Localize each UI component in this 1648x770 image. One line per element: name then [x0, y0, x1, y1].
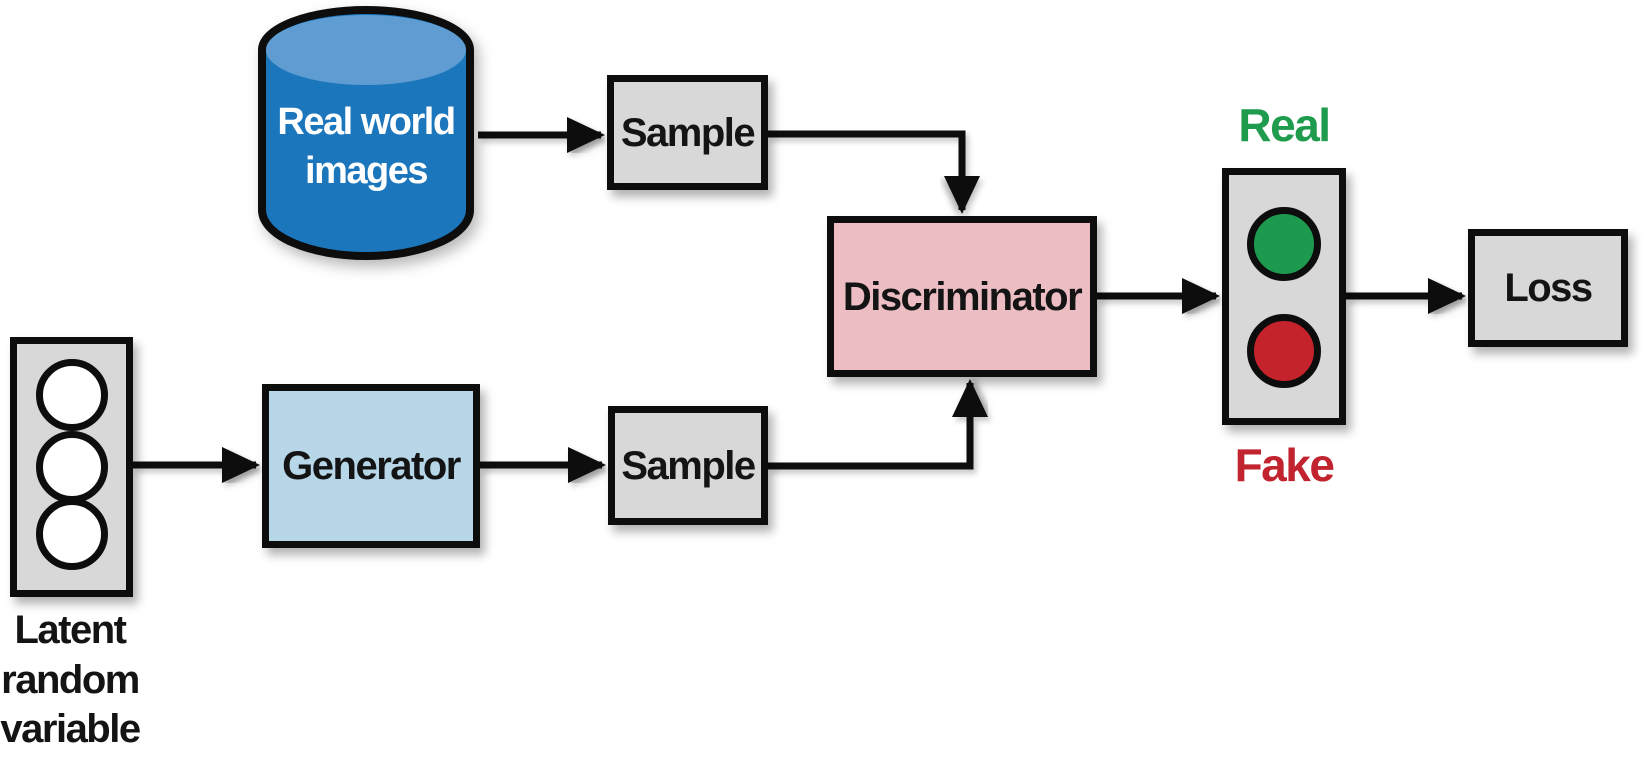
latent-node-circle: [35, 431, 108, 503]
fake-output-label: Fake: [1234, 439, 1335, 491]
latent-node-circle: [35, 359, 108, 431]
real-world-images-label: Real world images: [277, 101, 456, 193]
discriminator-box: Discriminator: [827, 216, 1097, 377]
arrow-sample-bottom-to-discriminator: [768, 379, 988, 470]
loss-label: Loss: [1504, 266, 1593, 310]
sample-bottom-label: Sample: [621, 443, 756, 488]
latent-random-variable-label: Latent random variable: [0, 608, 141, 752]
loss-box: Loss: [1468, 229, 1628, 347]
database-cylinder-icon: [258, 6, 474, 260]
arrow-sample-top-to-discriminator: [768, 130, 980, 214]
output-indicator-box: [1222, 168, 1346, 425]
sample-top-box: Sample: [607, 75, 768, 190]
sample-top-label: Sample: [620, 110, 756, 155]
real-green-light-icon: [1247, 207, 1321, 281]
generator-label: Generator: [282, 444, 461, 488]
fake-red-light-icon: [1247, 314, 1321, 388]
real-world-images-database: Real world images: [254, 2, 478, 264]
sample-bottom-box: Sample: [608, 406, 768, 525]
latent-random-variable-box: [10, 337, 133, 597]
discriminator-label: Discriminator: [842, 274, 1083, 319]
real-output-label: Real: [1238, 99, 1331, 151]
latent-node-circle: [35, 498, 108, 570]
generator-box: Generator: [262, 384, 480, 548]
